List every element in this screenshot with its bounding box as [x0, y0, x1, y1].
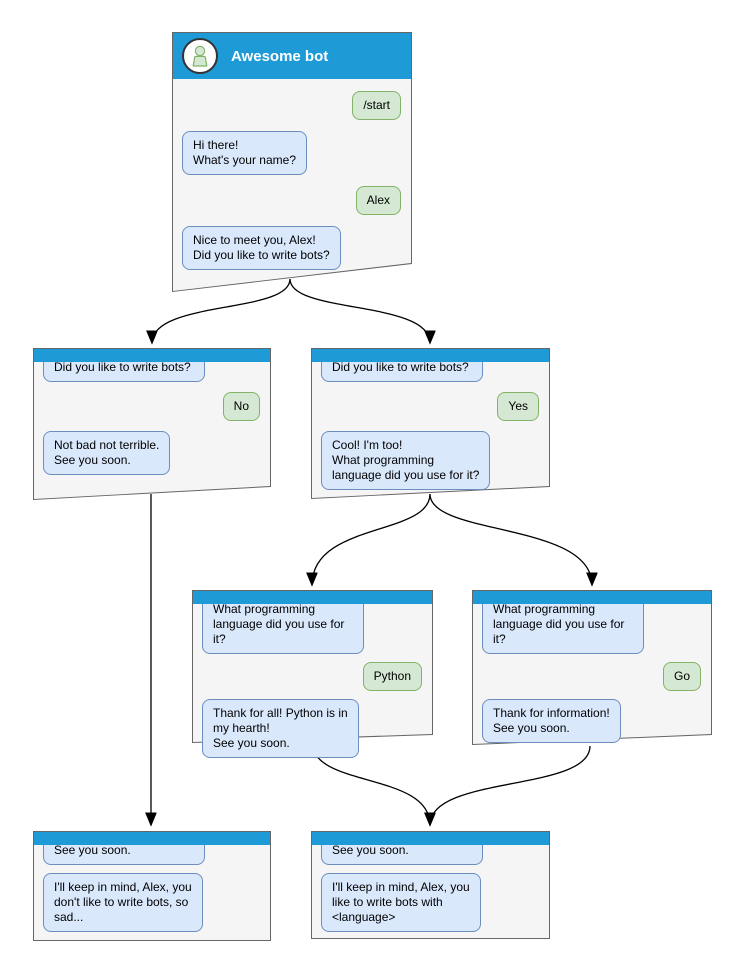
bot-message: Thank for information! See you soon.: [482, 699, 621, 743]
connector-branch-yes-to-go: [429, 493, 592, 585]
window-titlebar: [312, 349, 549, 362]
bot-message: Thank for all! Python is in my hearth! S…: [202, 699, 359, 758]
bot-message: Not bad not terrible. See you soon.: [43, 431, 171, 475]
bot-message: I'll keep in mind, Alex, you don't like …: [43, 873, 203, 932]
window-titlebar: [312, 832, 549, 845]
chat-window-root: Awesome bot /start Hi there! What's your…: [172, 32, 412, 292]
connector-go-to-end-yes: [430, 745, 591, 825]
chat-window-branch-go: What programming language did you use fo…: [472, 590, 712, 745]
chat-window-end-no: See you soon. I'll keep in mind, Alex, y…: [33, 831, 271, 941]
window-titlebar: [34, 832, 270, 845]
chat-window-branch-python: What programming language did you use fo…: [192, 590, 433, 758]
person-icon: [192, 45, 208, 67]
chat-window-branch-no: Did you like to write bots? No Not bad n…: [33, 348, 271, 500]
user-message: /start: [352, 91, 401, 120]
bot-message: Hi there! What's your name?: [182, 131, 308, 175]
user-message: No: [222, 392, 260, 421]
avatar: [182, 38, 218, 74]
user-message: Yes: [497, 392, 539, 421]
bot-message: Nice to meet you, Alex! Did you like to …: [182, 226, 341, 270]
bot-message: Cool! I'm too! What programming language…: [321, 431, 491, 490]
user-message: Go: [662, 662, 701, 691]
window-header: Awesome bot: [173, 33, 411, 79]
window-titlebar: [473, 591, 711, 604]
chat-window-branch-yes: Did you like to write bots? Yes Cool! I'…: [311, 348, 550, 499]
chat-window-end-yes: See you soon. I'll keep in mind, Alex, y…: [311, 831, 550, 939]
bot-message: I'll keep in mind, Alex, you like to wri…: [321, 873, 481, 932]
window-titlebar: [193, 591, 432, 604]
user-message: Alex: [355, 186, 401, 215]
user-message: Python: [362, 662, 422, 691]
connector-branch-yes-to-python: [312, 493, 431, 585]
bot-message-continued: What programming language did you use fo…: [482, 595, 644, 654]
window-titlebar: [34, 349, 270, 362]
window-title: Awesome bot: [231, 47, 329, 65]
